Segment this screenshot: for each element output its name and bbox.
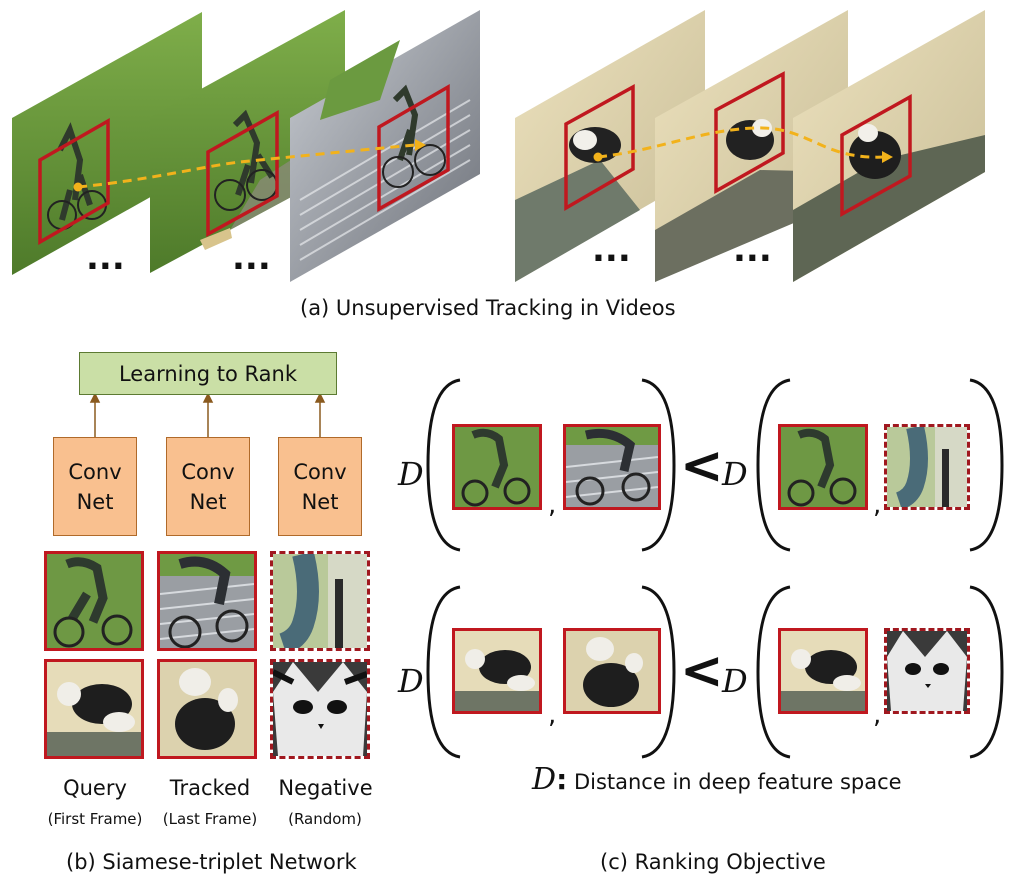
column-label-query: Query (63, 776, 127, 800)
distance-symbol-2a: D (398, 662, 424, 700)
convnet-negative-line1: Conv (293, 459, 347, 484)
column-sublabel-query: (First Frame) (47, 810, 143, 828)
learning-to-rank-box: Learning to Rank (79, 352, 337, 395)
obj1-query-bike-b (778, 424, 868, 510)
obj1-negative (884, 424, 970, 510)
bike-frame-1 (12, 12, 202, 275)
convnet-query-line1: Conv (68, 459, 122, 484)
comma-1a: , (548, 490, 557, 520)
ellipsis-bike-1: ... (86, 238, 125, 278)
column-label-tracked: Tracked (169, 776, 251, 800)
comma-2a: , (548, 700, 557, 730)
dog-box-3 (840, 94, 912, 217)
less-than-2: < (680, 641, 724, 701)
convnet-negative-line2: Net (301, 489, 339, 514)
convnet-query-line2: Net (76, 489, 114, 514)
bike-box-2 (206, 110, 279, 237)
negative-cat-patch (270, 659, 370, 759)
query-bike-patch (44, 551, 144, 651)
obj2-query-dog (452, 628, 542, 714)
legend-text: Distance in deep feature space (573, 770, 902, 794)
comma-1b: , (873, 490, 882, 520)
convnet-tracked-line1: Conv (181, 459, 235, 484)
distance-legend: D: Distance in deep feature space (532, 762, 902, 797)
less-than-1: < (680, 436, 724, 496)
convnet-tracked-line2: Net (189, 489, 227, 514)
column-sublabel-negative: (Random) (288, 810, 362, 828)
tracked-dog-patch (157, 659, 257, 759)
tracked-bike-patch (157, 551, 257, 651)
ellipsis-dog-1: ... (592, 230, 631, 270)
learning-to-rank-label: Learning to Rank (118, 361, 298, 386)
obj2-negative-cat (884, 628, 970, 714)
caption-c: (c) Ranking Objective (600, 850, 826, 874)
bike-box-1 (38, 117, 110, 246)
column-sublabel-tracked: (Last Frame) (162, 810, 258, 828)
ellipsis-bike-2: ... (232, 238, 271, 278)
column-label-negative: Negative (278, 776, 373, 800)
negative-patch-1 (270, 551, 370, 651)
legend-d-symbol: D (532, 762, 557, 797)
obj1-query-bike (452, 424, 542, 510)
distance-symbol-2b: D (722, 662, 748, 700)
ellipsis-dog-2: ... (733, 230, 772, 270)
caption-b: (b) Siamese-triplet Network (66, 850, 357, 874)
dog-box-1 (564, 84, 635, 212)
distance-symbol-1b: D (722, 455, 748, 493)
comma-2b: , (873, 700, 882, 730)
distance-symbol-1a: D (398, 455, 424, 493)
legend-colon: : (556, 763, 568, 796)
query-dog-patch (44, 659, 144, 759)
obj2-query-dog-b (778, 628, 868, 714)
obj1-tracked-bike (563, 424, 661, 510)
caption-a: (a) Unsupervised Tracking in Videos (300, 296, 676, 320)
obj2-tracked-dog (563, 628, 661, 714)
